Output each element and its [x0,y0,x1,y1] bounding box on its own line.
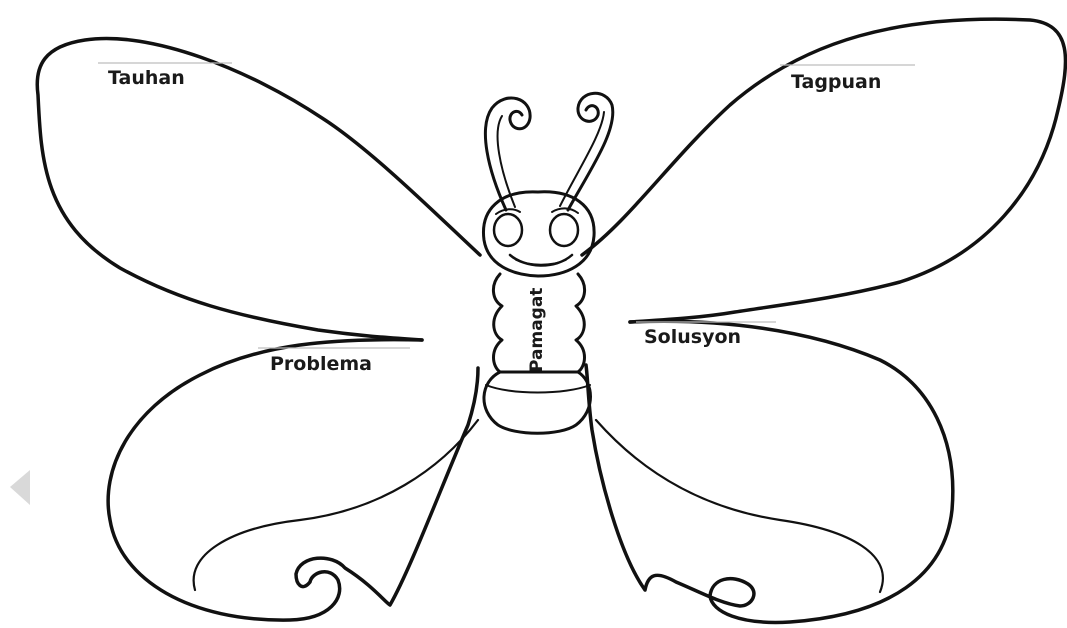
right-eyebrow [552,208,578,213]
left-eye [494,214,522,246]
bottom-right-inner-curve [596,420,883,592]
top-left-wing [37,38,480,340]
triangle-left-icon[interactable] [10,470,30,505]
right-eye [550,214,578,246]
abdomen [484,372,591,433]
right-antenna [568,93,613,210]
abdomen-stripe [486,385,590,393]
tagpuan-label: Tagpuan [791,71,881,93]
pamagat-label: Pamagat [527,288,547,372]
tauhan-label: Tauhan [108,67,185,89]
problema-label: Problema [270,353,372,375]
bottom-right-wing [586,321,953,622]
solusyon-label: Solusyon [644,326,741,348]
bottom-left-wing [108,340,478,620]
